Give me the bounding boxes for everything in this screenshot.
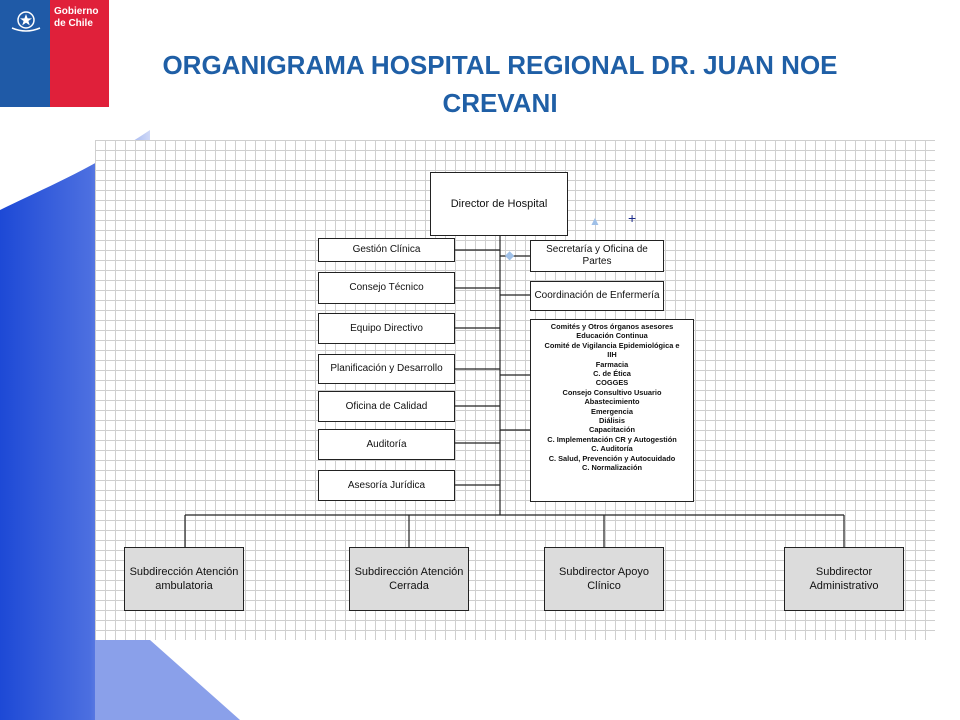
comites-box: Comités y Otros órganos asesores Educaci…: [530, 319, 694, 502]
comites-line: IIH: [607, 350, 617, 360]
subdirector-apoyo-clinico: Subdirector Apoyo Clínico: [544, 547, 664, 611]
page-title: ORGANIGRAMA HOSPITAL REGIONAL DR. JUAN N…: [162, 50, 838, 118]
comites-line: C. Implementación CR y Autogestión: [547, 434, 677, 444]
gobierno-de-chile-logo: Gobierno de Chile: [0, 0, 109, 107]
subdireccion-atencion-cerrada: Subdirección Atención Cerrada: [349, 547, 469, 611]
comites-line: C. Normalización: [582, 463, 642, 473]
triangle-marker-icon: ▲: [589, 214, 601, 228]
comites-line: Diálisis: [599, 416, 625, 426]
comites-line: Consejo Consultivo Usuario: [562, 387, 662, 397]
subdireccion-atencion-ambulatoria: Subdirección Atención ambulatoria: [124, 547, 244, 611]
comites-line: C. Auditoría: [591, 444, 633, 454]
unit-equipo-directivo: Equipo Directivo: [318, 313, 455, 344]
comites-line: Abastecimiento: [584, 397, 640, 407]
unit-planificacion-desarrollo: Planificación y Desarrollo: [318, 354, 455, 384]
unit-oficina-calidad: Oficina de Calidad: [318, 391, 455, 422]
comites-line: C. Salud, Prevención y Autocuidado: [548, 453, 676, 463]
unit-gestion-clinica: Gestión Clínica: [318, 238, 455, 262]
subdirector-administrativo: Subdirector Administrativo: [784, 547, 904, 611]
comites-line: Comités y Otros órganos asesores: [550, 322, 674, 331]
chile-coat-of-arms-icon: [11, 11, 41, 32]
logo-text: Gobierno de Chile: [54, 6, 99, 29]
connector-lines: [184, 235, 845, 547]
comites-line: Educación Continua: [576, 331, 648, 341]
unit-secretaria-oficina-partes: Secretaría y Oficina de Partes: [530, 240, 664, 272]
org-chart: Director de Hospital Gestión Clínica Con…: [95, 140, 935, 640]
comites-line: Comité de Vigilancia Epidemiológica e: [544, 340, 680, 350]
director-box: Director de Hospital: [430, 172, 568, 236]
unit-asesoria-juridica: Asesoría Jurídica: [318, 470, 455, 501]
unit-coordinacion-enfermeria: Coordinación de Enfermería: [530, 281, 664, 311]
comites-line: COGGES: [595, 378, 629, 388]
comites-line: Farmacia: [595, 359, 629, 369]
unit-auditoria: Auditoría: [318, 429, 455, 460]
comites-line: C. de Ética: [593, 369, 631, 379]
unit-consejo-tecnico: Consejo Técnico: [318, 272, 455, 304]
comites-line: Capacitación: [588, 425, 635, 435]
diamond-marker-icon: ◆: [505, 248, 515, 262]
move-cursor-icon: +: [628, 210, 637, 226]
comites-line: Emergencia: [591, 406, 633, 416]
